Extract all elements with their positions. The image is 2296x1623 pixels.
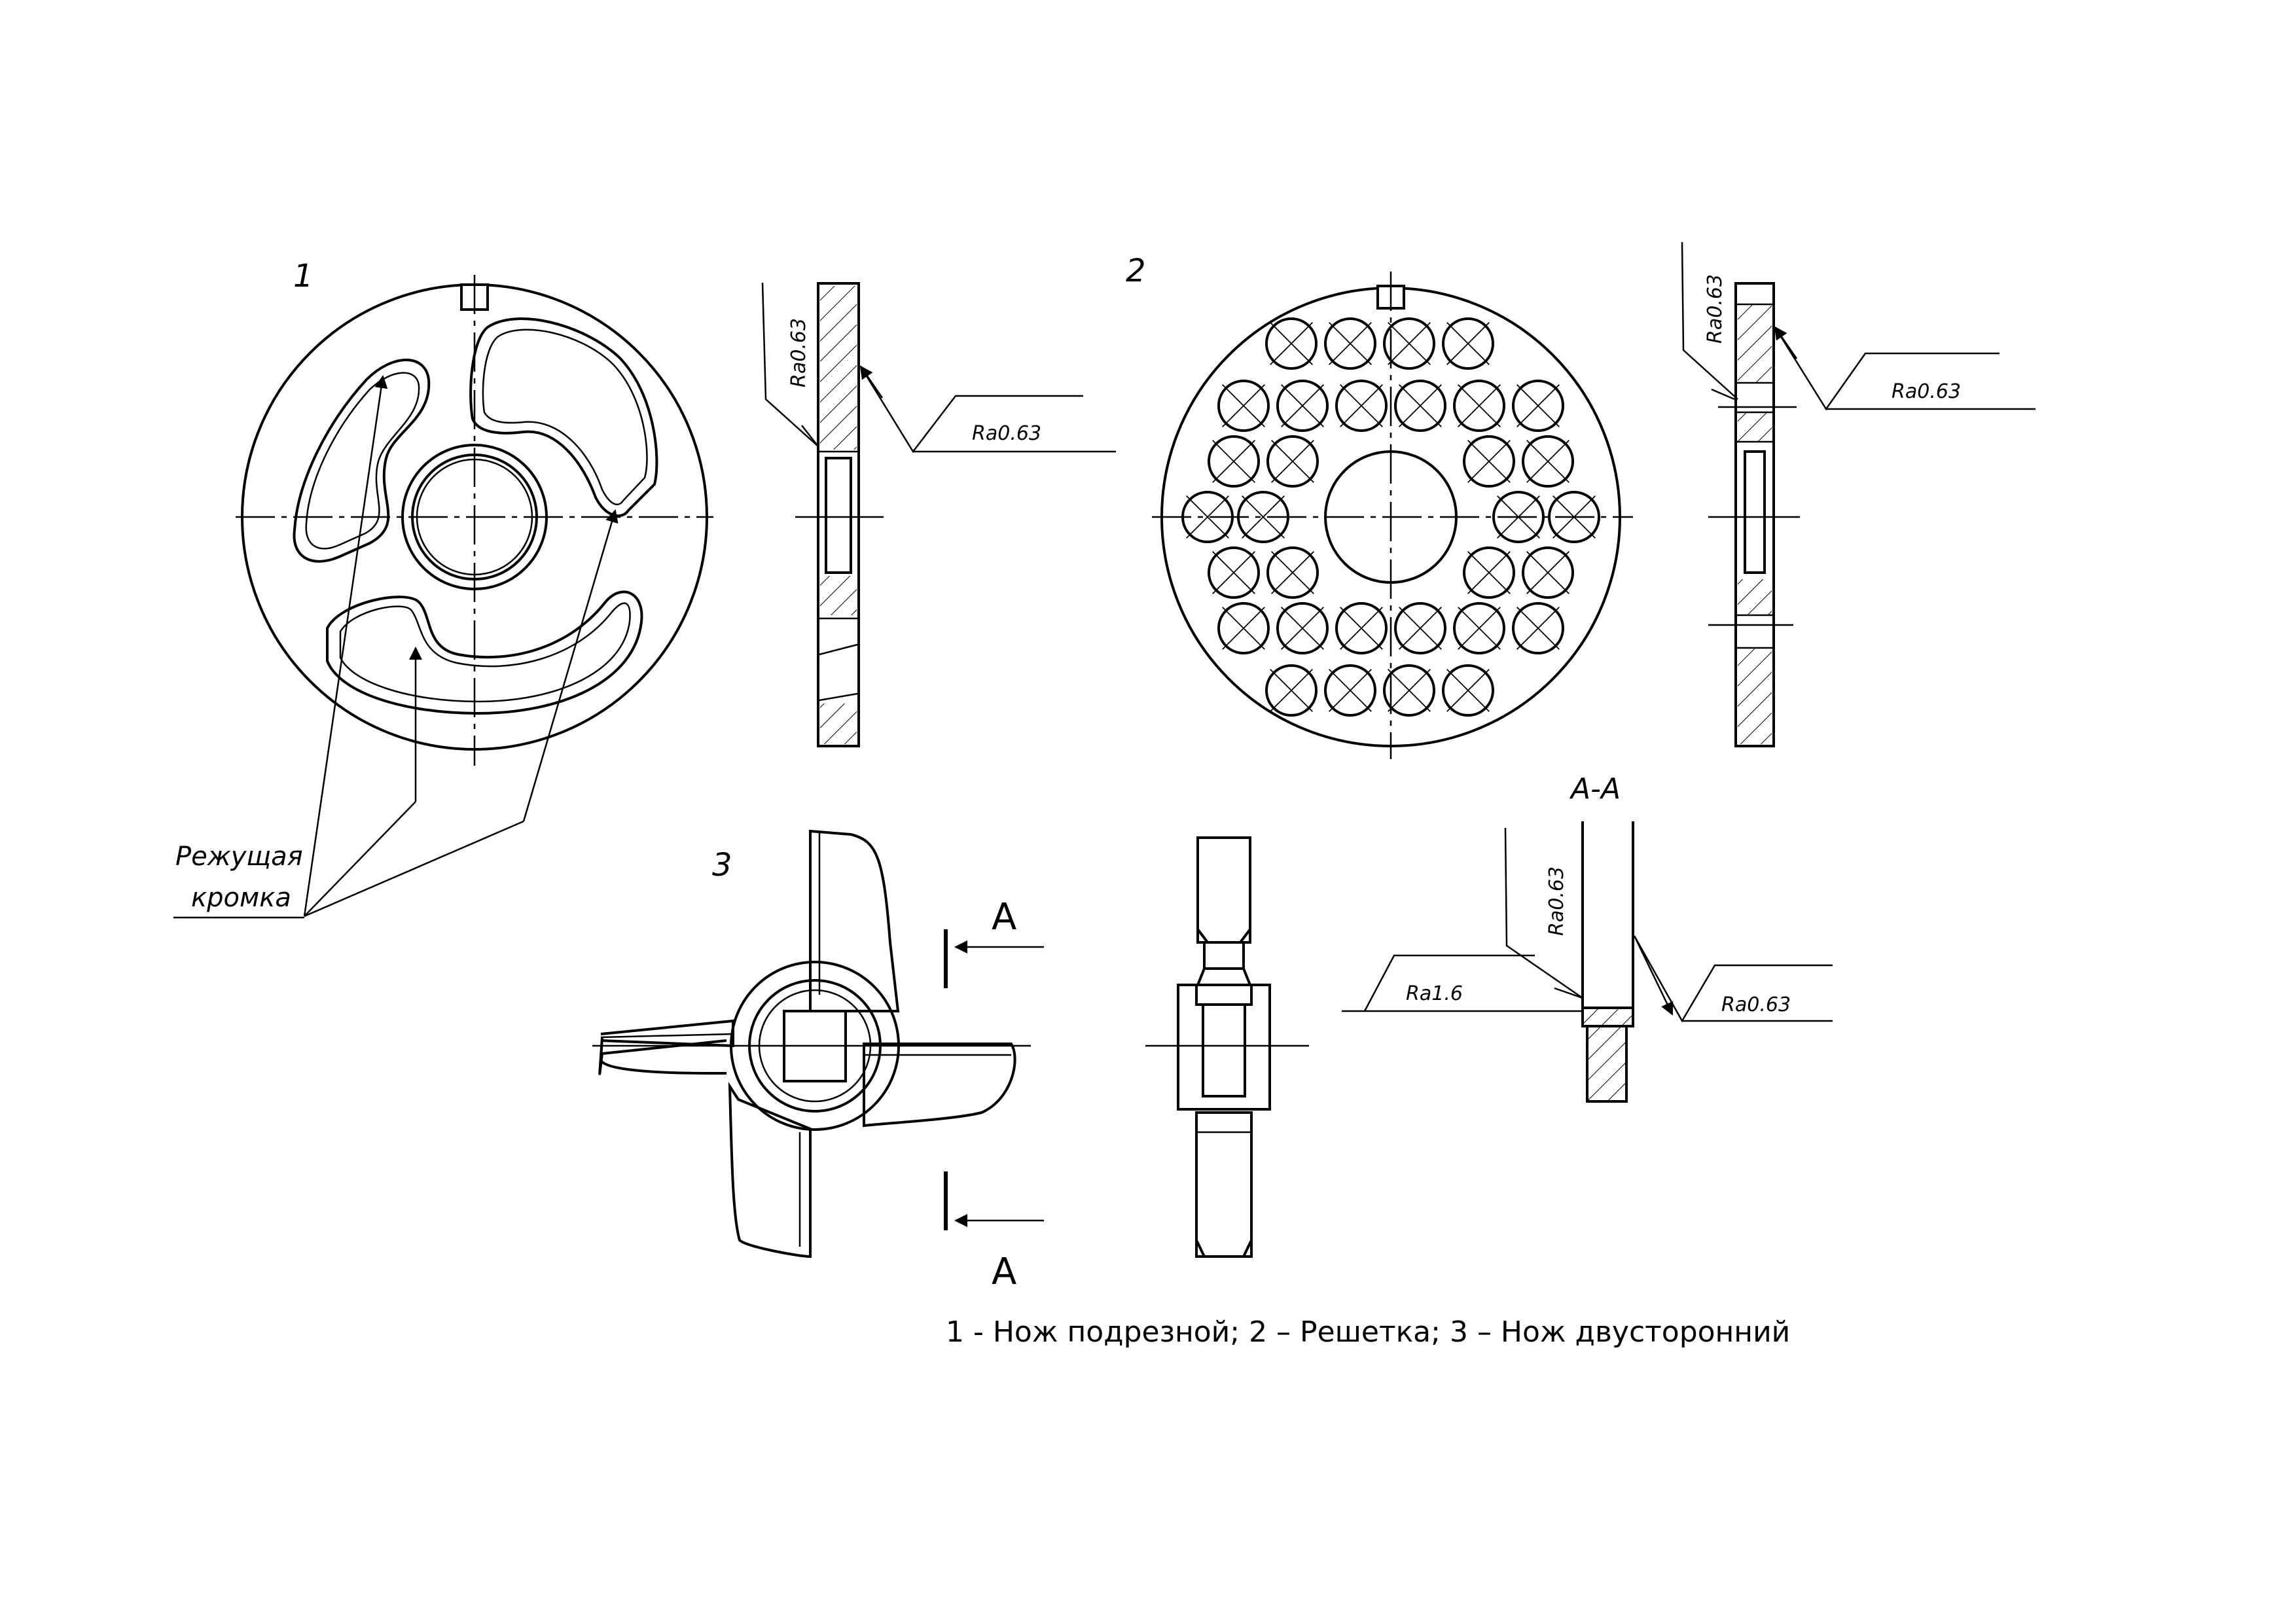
part2-number: 2 — [1126, 253, 1146, 289]
grid-hole-cross — [1446, 322, 1490, 365]
cutting-edge-label-line2: кромка — [191, 883, 291, 913]
figure-caption: 1 - Нож подрезной; 2 – Решетка; 3 – Нож … — [946, 1315, 1790, 1349]
grid-hole-cross — [1388, 322, 1431, 365]
part3-roughness-side: Ra0.63 — [1721, 993, 1791, 1016]
grid-hole-cross — [1329, 669, 1372, 712]
grid-hole-cross — [1222, 384, 1265, 427]
section-mark-top: А — [992, 896, 1016, 938]
part2-front-view — [1152, 272, 1633, 759]
part1-roughness-face: Ra0.63 — [787, 318, 810, 387]
part3-number: 3 — [712, 847, 732, 883]
grid-hole-cross — [1340, 607, 1383, 650]
grid-hole-cross — [1271, 440, 1314, 483]
grid-hole-cross — [1388, 669, 1431, 712]
grid-hole-cross — [1281, 607, 1324, 650]
grid-holes — [1181, 317, 1600, 717]
grid-hole-cross — [1467, 551, 1511, 594]
part3-front-view — [592, 829, 1031, 1258]
grid-hole-cross — [1516, 607, 1560, 650]
grid-hole-cross — [1340, 384, 1383, 427]
part3-side-view — [1145, 836, 1309, 1258]
grid-hole-cross — [1281, 384, 1324, 427]
section-a-a-title: А-А — [1569, 772, 1621, 806]
part3-roughness-vertical: Ra0.63 — [1545, 866, 1568, 936]
grid-hole-cross — [1186, 495, 1229, 539]
grid-hole-cross — [1212, 440, 1255, 483]
grid-hole-cross — [1271, 551, 1314, 594]
grid-hole-cross — [1526, 440, 1570, 483]
grid-hole-cross — [1516, 384, 1560, 427]
section-mark-bottom: А — [992, 1251, 1016, 1293]
grid-hole-cross — [1242, 495, 1285, 539]
section-marks — [944, 929, 1044, 1230]
cutting-edge-label-line1: Режущая — [175, 842, 303, 872]
part2-roughness-side: Ra0.63 — [1892, 380, 1961, 403]
grid-hole-cross — [1446, 669, 1490, 712]
grid-hole-cross — [1399, 384, 1442, 427]
part1-roughness-side: Ra0.63 — [972, 422, 1041, 445]
grid-hole-cross — [1270, 322, 1313, 365]
grid-hole-cross — [1222, 607, 1265, 650]
grid-hole-cross — [1458, 384, 1501, 427]
section-a-a — [1342, 821, 1833, 1103]
grid-hole-cross — [1458, 607, 1501, 650]
part1-side-section — [761, 282, 1116, 747]
part2-side-section — [1681, 241, 2036, 747]
grid-hole-cross — [1212, 551, 1255, 594]
grid-hole-cross — [1526, 551, 1570, 594]
part2-roughness-face: Ra0.63 — [1704, 274, 1727, 344]
grid-hole-cross — [1329, 322, 1372, 365]
cutting-edge-leaders: Режущая кромка — [173, 375, 619, 919]
part3-roughness-left: Ra1.6 — [1406, 982, 1463, 1005]
grid-hole-cross — [1467, 440, 1511, 483]
part1-number: 1 — [293, 258, 314, 294]
grid-hole-cross — [1399, 607, 1442, 650]
part1-front-view — [236, 275, 713, 766]
grid-hole-cross — [1270, 669, 1313, 712]
